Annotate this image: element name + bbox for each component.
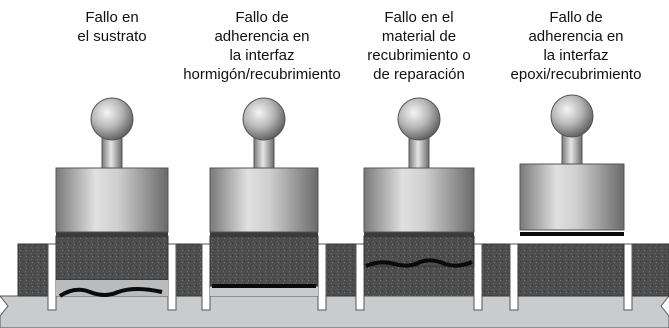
failure-line-epoxy: [520, 232, 624, 236]
label-concrete-coating-interface-failure: Fallo de adherencia en la interfaz hormi…: [183, 9, 341, 83]
failure-line-substrate: [58, 287, 163, 298]
label-coating-material-failure: Fallo en el material de recubrimiento o …: [367, 9, 471, 83]
coating-layer: [17, 243, 669, 297]
test-dolly-1: [55, 97, 169, 298]
concrete-substrate: [0, 295, 669, 328]
test-dolly-2: [209, 97, 319, 296]
label-epoxy-coating-interface-failure: Fallo de adherencia en la interfaz epoxi…: [510, 9, 642, 83]
label-substrate-failure: Fallo en el sustrato: [77, 9, 147, 45]
failure-line-coating: [365, 258, 473, 268]
test-dolly-3: [363, 97, 475, 296]
test-dolly-4: [517, 94, 625, 297]
failure-line-interface: [212, 284, 316, 288]
